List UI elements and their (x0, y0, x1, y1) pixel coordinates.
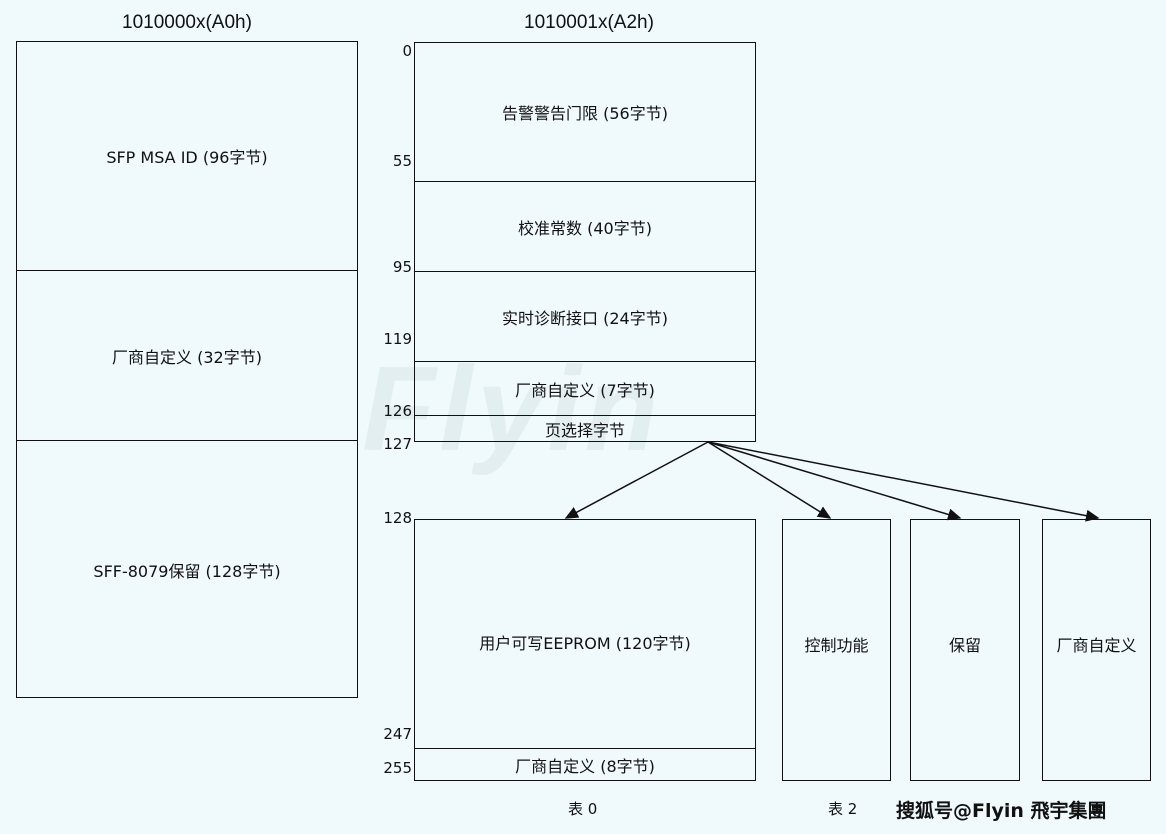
table0-caption: 表 0 (568, 800, 598, 818)
divider (414, 748, 756, 749)
divider (414, 415, 756, 416)
offset-126: 126 (383, 402, 412, 420)
table0-block (414, 519, 756, 781)
vendor-defined-7-block: 厂商自定义 (7字节) (515, 381, 655, 400)
watermark-text: Flyin (362, 342, 663, 476)
control-functions-label: 控制功能 (804, 636, 869, 655)
vendor-defined-block: 厂商自定义 (32字节) (112, 348, 262, 367)
table2-caption: 表 2 (828, 800, 858, 818)
vendor-defined-label: 厂商自定义 (1056, 636, 1137, 655)
divider (16, 270, 358, 271)
offset-95: 95 (392, 258, 412, 276)
left-table-header: 1010000x(A0h) (122, 12, 252, 33)
offset-255: 255 (383, 759, 412, 777)
offset-128: 128 (383, 509, 412, 527)
reserved-box (910, 519, 1020, 781)
divider (414, 361, 756, 362)
alarm-warning-thresholds-block: 告警警告门限 (56字节) (502, 104, 668, 123)
sff8079-reserved-block: SFF-8079保留 (128字节) (93, 561, 281, 581)
realtime-diagnostics-block: 实时诊断接口 (24字节) (502, 309, 668, 328)
sfp-msa-id-block: SFP MSA ID (96字节) (106, 148, 268, 167)
divider (414, 181, 756, 182)
arrow-to-reserved (707, 441, 962, 521)
offset-127: 127 (383, 435, 412, 453)
arrow-to-vendor-defined (707, 441, 1100, 522)
credit-text: 搜狐号@Flyin 飛宇集團 (896, 800, 1107, 822)
offset-119: 119 (383, 330, 412, 348)
divider (414, 271, 756, 272)
calibration-constants-block: 校准常数 (40字节) (518, 219, 652, 238)
divider (16, 440, 358, 441)
arrow-to-table0 (564, 441, 709, 519)
arrow-to-control-functions (707, 441, 832, 519)
offset-247: 247 (383, 725, 412, 743)
offset-55: 55 (392, 152, 412, 170)
user-writable-eeprom-block: 用户可写EEPROM (120字节) (479, 633, 691, 653)
vendor-defined-8-block: 厂商自定义 (8字节) (515, 757, 655, 776)
reserved-label: 保留 (948, 636, 981, 655)
a0h-memory-map (16, 41, 358, 698)
page-select-byte-block: 页选择字节 (544, 421, 625, 440)
a2h-memory-map (414, 42, 756, 442)
control-functions-box (782, 519, 891, 781)
right-table-header: 1010001x(A2h) (524, 12, 654, 33)
offset-0: 0 (402, 42, 412, 60)
